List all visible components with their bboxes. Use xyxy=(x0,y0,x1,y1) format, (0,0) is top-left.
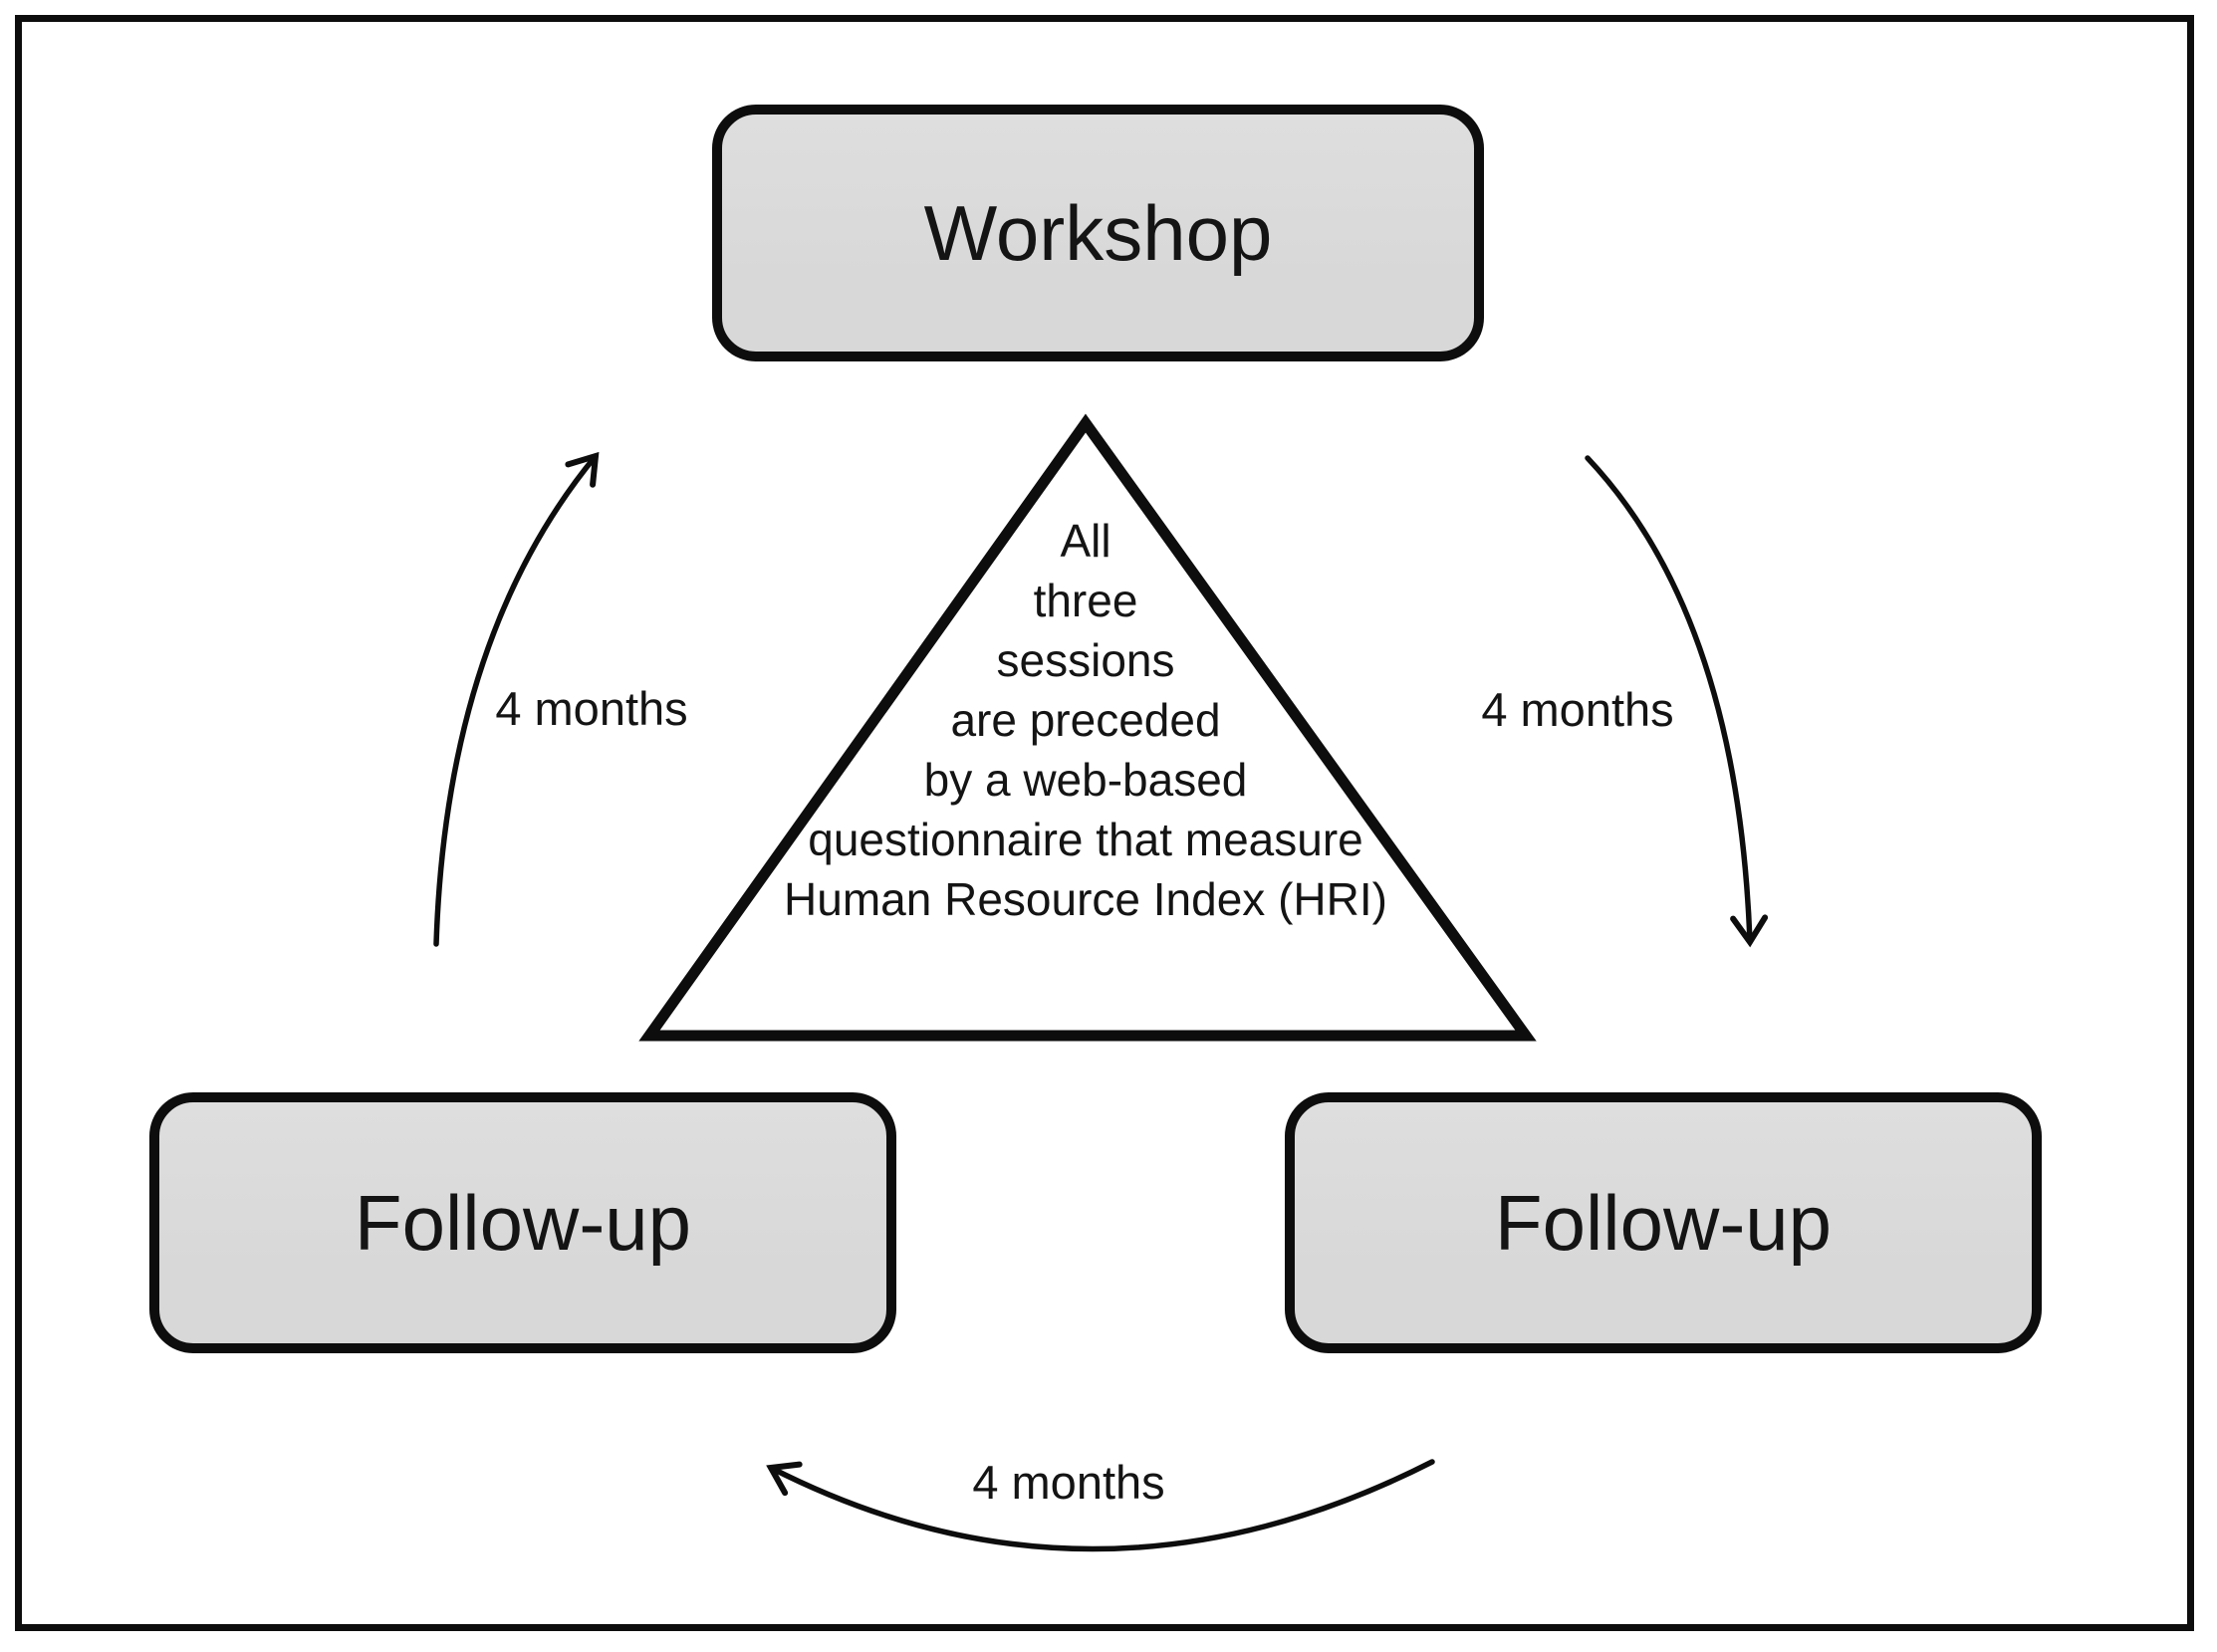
arrow-followup-to-workshop-icon xyxy=(433,451,600,947)
triangle-note-line: questionnaire that measure xyxy=(808,814,1363,865)
arrow-followup-to-followup-icon xyxy=(766,1459,1435,1552)
triangle-note-line: sessions xyxy=(996,634,1175,686)
arrow-workshop-to-followup-icon xyxy=(1585,455,1769,948)
workshop-box-label: Workshop xyxy=(923,188,1273,277)
followup-right-box-label: Follow-up xyxy=(1494,1178,1833,1267)
triangle-note-line: by a web-based xyxy=(923,754,1248,806)
workshop-box: Workshop xyxy=(712,105,1484,361)
interval-right-text: 4 months xyxy=(1481,682,1674,736)
hri-triangle-shape xyxy=(638,413,1537,1042)
triangle-note: All three sessions are preceded by a web… xyxy=(687,511,1484,929)
triangle-note-line: three xyxy=(1033,575,1138,626)
followup-left-box: Follow-up xyxy=(149,1092,896,1353)
interval-label-right: 4 months xyxy=(1418,674,1737,744)
triangle-note-line: All xyxy=(1060,515,1111,567)
interval-label-bottom: 4 months xyxy=(909,1447,1228,1517)
triangle-note-line: are preceded xyxy=(950,694,1221,746)
followup-right-box: Follow-up xyxy=(1285,1092,2042,1353)
interval-label-left: 4 months xyxy=(432,673,751,743)
followup-left-box-label: Follow-up xyxy=(354,1178,692,1267)
figure-border xyxy=(15,15,2194,1631)
triangle-note-line: Human Resource Index (HRI) xyxy=(784,873,1387,925)
interval-bottom-text: 4 months xyxy=(972,1455,1165,1509)
interval-left-text: 4 months xyxy=(495,681,688,735)
